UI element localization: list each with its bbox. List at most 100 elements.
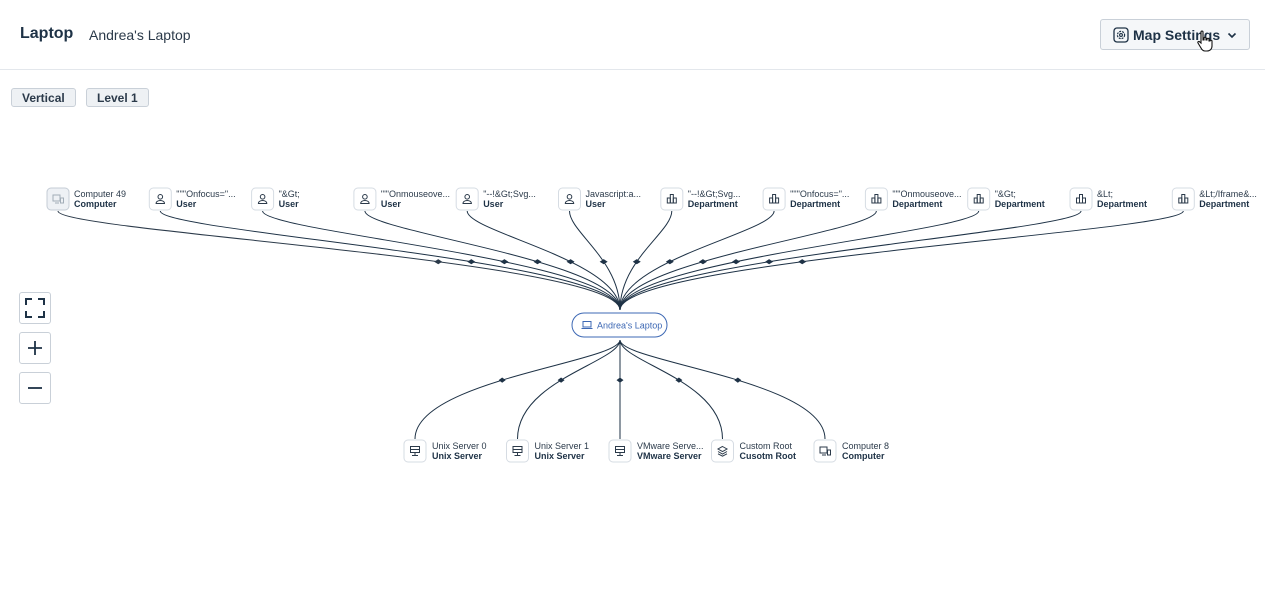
edge-marker [434, 259, 443, 265]
map-node[interactable]: "&Gt;Department [967, 187, 1045, 211]
department-icon [1076, 194, 1086, 204]
map-node[interactable]: "--!&Gt;Svg...User [455, 187, 536, 211]
node-type: Cusotm Root [740, 451, 797, 461]
level-chip[interactable]: Level 1 [86, 88, 149, 107]
orientation-chip[interactable]: Vertical [11, 88, 76, 107]
zoom-in-button[interactable] [19, 332, 51, 364]
edge-line [619, 210, 980, 311]
edge-marker [498, 377, 506, 383]
node-label: "'"Onmouseove... [381, 189, 450, 199]
fullscreen-button[interactable] [19, 292, 51, 324]
node-label: Computer 49 [74, 189, 126, 199]
node-type: Department [1097, 199, 1147, 209]
center-node-pill [571, 312, 668, 338]
node-label: "--!&Gt;Svg... [688, 189, 741, 199]
edge-marker [665, 259, 674, 265]
node-icon-box [762, 187, 786, 211]
node-type: Unix Server [535, 451, 586, 461]
map-node[interactable]: "'"'Onfocus="...Department [762, 187, 849, 211]
node-type: Department [892, 199, 942, 209]
node-label: Unix Server 0 [432, 441, 487, 451]
edge-line [619, 210, 673, 311]
edge-line [364, 210, 621, 311]
department-icon [769, 194, 780, 204]
user-icon [155, 194, 166, 204]
node-type: Computer [842, 451, 885, 461]
edge-marker [675, 377, 683, 383]
map-node[interactable]: &Lt;Department [1069, 187, 1147, 211]
edge-line [619, 339, 826, 440]
node-icon-box [1171, 187, 1195, 211]
node-label: Unix Server 1 [535, 441, 590, 451]
user-icon [257, 194, 268, 204]
header-bar: Laptop Andrea's Laptop Map Settings [0, 0, 1265, 70]
edge-line [414, 339, 621, 440]
map-node[interactable]: VMware Serve...VMware Server [608, 439, 704, 463]
map-node[interactable]: "--!&Gt;Svg...Department [660, 187, 741, 211]
map-settings-label: Map Settings [1133, 26, 1221, 43]
node-label: "&Gt; [995, 189, 1016, 199]
edge-marker [765, 259, 774, 265]
center-node-label: Andrea's Laptop [597, 321, 662, 331]
map-settings-button[interactable]: Map Settings [1100, 19, 1250, 50]
node-type: Department [995, 199, 1045, 209]
page-title: Laptop [20, 25, 74, 42]
edge-line [619, 210, 775, 311]
node-icon-box [967, 187, 991, 211]
map-node[interactable]: &Lt;/Iframe&...Department [1171, 187, 1257, 211]
node-icon-box [813, 439, 837, 463]
node-icon-box [660, 187, 684, 211]
user-icon [462, 194, 472, 204]
node-type: Unix Server [432, 451, 483, 461]
edge-line [262, 210, 621, 311]
node-type: VMware Server [637, 451, 702, 461]
node-type: Department [790, 199, 840, 209]
hand-cursor-icon [1197, 30, 1213, 52]
server-icon [512, 446, 523, 456]
department-icon [666, 194, 677, 204]
node-label: Javascript:a... [586, 189, 642, 199]
plus-icon [28, 341, 42, 355]
map-node[interactable]: "&Gt;User [251, 187, 300, 211]
node-label: VMware Serve... [637, 441, 704, 451]
laptop-icon [581, 321, 593, 329]
node-label: "&Gt; [279, 189, 300, 199]
edge-marker [467, 259, 476, 265]
node-type: User [483, 199, 504, 209]
zoom-out-button[interactable] [19, 372, 51, 404]
edge-line [57, 210, 621, 311]
chevron-down-icon [1228, 32, 1237, 38]
user-icon [564, 194, 575, 204]
node-label: "'"'Onfocus="... [176, 189, 235, 199]
node-type: Department [688, 199, 738, 209]
node-icon-box [506, 439, 529, 463]
edge-marker [698, 259, 707, 265]
edge-marker [732, 259, 741, 265]
node-type: Department [1199, 199, 1249, 209]
node-label: "'"'Onfocus="... [790, 189, 849, 199]
edge-line [619, 210, 1184, 311]
edge-marker [632, 259, 641, 265]
edges-layer [57, 210, 1184, 440]
map-node[interactable]: "'"Onmouseove...Department [864, 187, 962, 211]
user-icon [360, 194, 370, 204]
map-node[interactable]: "'"'Onfocus="...User [148, 187, 236, 211]
edge-marker [616, 377, 624, 383]
fullscreen-icon [25, 298, 45, 318]
node-type: User [381, 199, 402, 209]
edge-marker [533, 259, 542, 265]
minus-icon [28, 387, 42, 389]
map-node[interactable]: Javascript:a...User [558, 187, 642, 211]
map-node[interactable]: "'"Onmouseove...User [353, 187, 450, 211]
edge-line [619, 339, 723, 440]
page-subtitle: Andrea's Laptop [89, 27, 191, 43]
edge-line [159, 210, 621, 311]
center-node[interactable]: Andrea's Laptop [571, 312, 668, 338]
nodes-layer: Computer 49Computer"'"'Onfocus="...User"… [46, 187, 1257, 463]
